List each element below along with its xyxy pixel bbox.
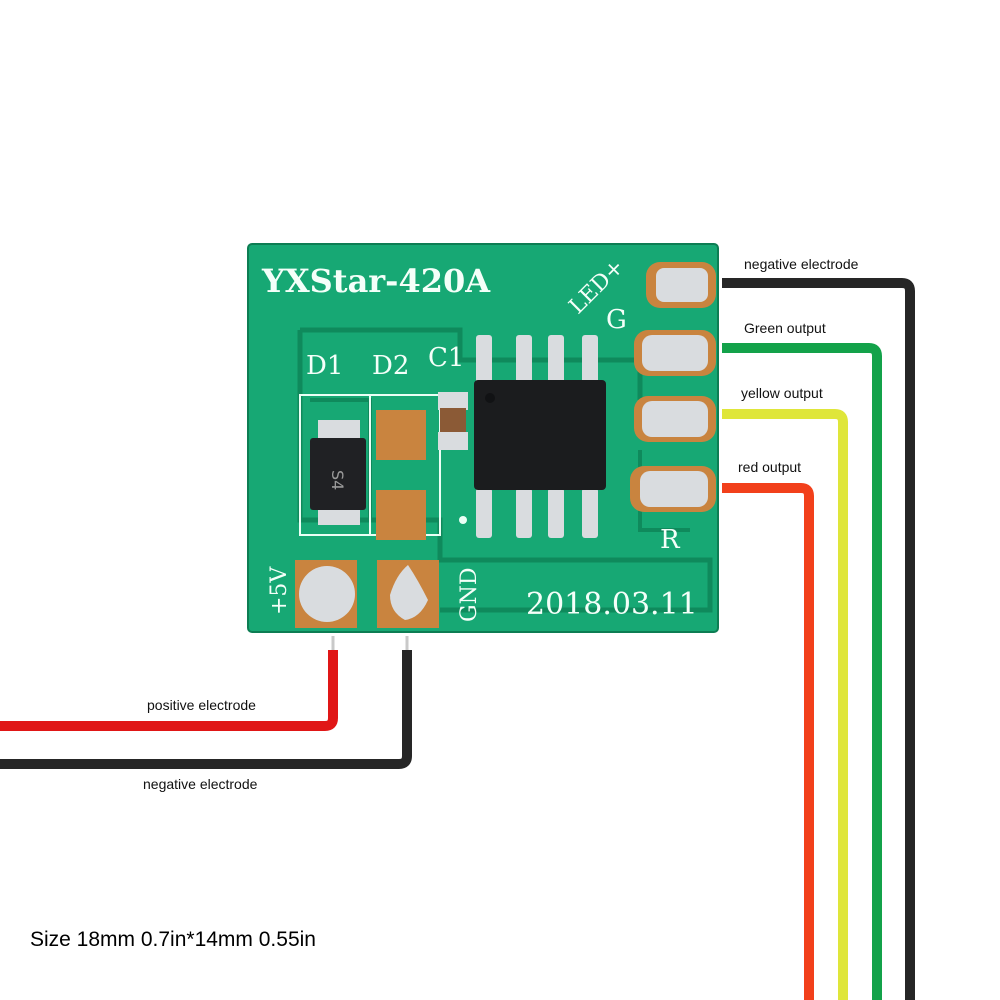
wire-red-output (712, 483, 814, 1000)
date-text: 2018.03.11 (526, 587, 698, 622)
pad-led-plus (656, 268, 708, 302)
ic-chip (474, 335, 606, 538)
pad-yellow (642, 401, 708, 437)
pad-vin (299, 566, 355, 622)
label-red-output: red output (738, 459, 801, 475)
d2-pad-top (376, 410, 426, 460)
pcb-board: YXStar-420A LED+ G R D1 D2 C1 +5V GND 20… (246, 240, 722, 636)
wire-yellow-output (712, 409, 848, 1000)
wire-positive-input (0, 650, 338, 731)
label-negative-input: negative electrode (143, 776, 258, 792)
ic-body (474, 380, 606, 490)
pad-gnd (390, 565, 428, 620)
wire-negative-input (0, 650, 412, 769)
output-pads (630, 262, 716, 512)
input-wires (0, 650, 412, 769)
pad-green (642, 335, 708, 371)
capacitor-c1 (438, 392, 468, 450)
c1-label: C1 (428, 343, 464, 373)
size-note: Size 18mm 0.7in*14mm 0.55in (30, 928, 316, 951)
pad-red (640, 471, 708, 507)
label-positive-input: positive electrode (147, 697, 256, 713)
label-negative-output: negative electrode (744, 256, 859, 272)
d2-pad-bottom (376, 490, 426, 540)
wire-green-output (712, 343, 882, 1000)
label-green-output: Green output (744, 320, 826, 336)
diode-code-text: S4 (328, 470, 347, 490)
vin-label: +5V (267, 566, 292, 615)
board-model-text: YXStar-420A (261, 262, 491, 300)
output-wires (712, 278, 915, 1000)
wire-negative-output (712, 278, 915, 1000)
g-label: G (606, 305, 627, 335)
diode-d1: S4 (310, 420, 366, 525)
d1-label: D1 (306, 351, 343, 381)
label-yellow-output: yellow output (741, 385, 823, 401)
input-pads (295, 560, 439, 628)
gnd-label: GND (457, 568, 482, 622)
r-label: R (660, 525, 681, 555)
d2-label: D2 (372, 351, 409, 381)
